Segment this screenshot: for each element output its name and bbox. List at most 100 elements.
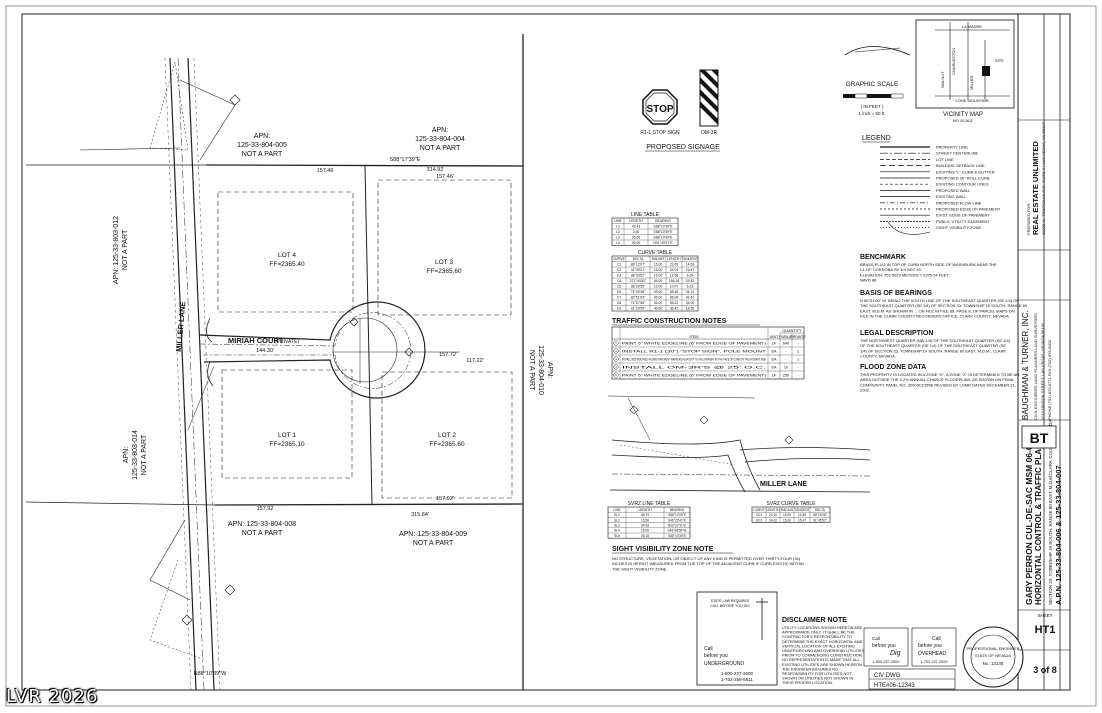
traffic-cell: EA <box>771 366 777 370</box>
traffic-cell: 10 <box>784 366 788 370</box>
svg-text:(PRIVATE): (PRIVATE) <box>275 339 299 345</box>
table-cell: 48°03'52" <box>631 274 646 278</box>
table-cell: 25.00 <box>632 236 641 240</box>
sight-visibility-note: SIGHT VISIBILITY ZONE NOTE NO STRUCTURE,… <box>612 546 804 571</box>
svg-text:125-33-803-014: 125-33-803-014 <box>132 430 139 480</box>
legend-item: PUBLIC UTILITY EASEMENT <box>936 219 990 224</box>
dimension-labels: S88°17'39"E 157.46 314.92 157.46' 157.72… <box>194 157 484 677</box>
svg-text:PHONE (702) 870-8771 FAX (70: PHONE (702) 870-8771 FAX (702) 878-0000 <box>1047 339 1052 420</box>
svg-text:NOT A PART: NOT A PART <box>141 434 148 475</box>
svg-text:LEGAL DESCRIPTION: LEGAL DESCRIPTION <box>860 330 933 337</box>
svg-text:157.46: 157.46 <box>317 168 334 174</box>
svg-text:APN: 125-33-803-012: APN: 125-33-803-012 <box>113 216 120 284</box>
table-cell: 43.43 <box>632 225 641 229</box>
table-cell: 23.10 <box>769 513 777 517</box>
table-cell: L1 <box>616 225 620 229</box>
table-cell: S88°10'39"E <box>668 534 687 538</box>
svg-text:157.92': 157.92' <box>436 496 454 502</box>
svg-text:314.92: 314.92 <box>427 167 444 173</box>
svg-text:CHARLESTON: CHARLESTON <box>951 48 956 75</box>
svg-text:HT1: HT1 <box>1035 624 1056 636</box>
table-cell: 15.00 <box>654 285 663 289</box>
table-cell: 34.00 <box>686 301 695 305</box>
table-cell: 88°12'07" <box>631 263 646 267</box>
table-cell: 5.23 <box>687 285 694 289</box>
table-cell: 14.55 <box>798 513 806 517</box>
disclaimer-text: SHOWN OR UTILITIES NOT SHOWN IN <box>782 676 853 681</box>
parcel-labels: APN: 125-33-804-005 NOT A PART APN: 125-… <box>113 127 553 547</box>
table-cell: C1 <box>617 263 621 267</box>
table-cell: 29.42 <box>686 279 695 283</box>
svg-text:1-702-258-6811: 1-702-258-6811 <box>721 677 753 682</box>
table-cell: 15.00 <box>783 513 791 517</box>
notes-column: BENCHMARK BRASS PLUG IN TOP OF CURB NORT… <box>860 254 1028 393</box>
svg-text:BT: BT <box>1030 430 1049 446</box>
svg-text:STATE OF NEVADA: STATE OF NEVADA <box>975 653 1012 658</box>
svg-text:STOP: STOP <box>646 104 673 115</box>
curve-table: CURVE TABLECURVEC1C2C3C4C5C6C7C8C9DELTA8… <box>611 250 699 312</box>
disclaimer-text: THEIR PROPER LOCATION. <box>782 680 833 685</box>
svg-text:LOT 2: LOT 2 <box>438 432 456 439</box>
table-cell: SL4 <box>614 529 620 533</box>
svg-text:1-800-227-2600: 1-800-227-2600 <box>872 660 899 664</box>
table-cell: SL1 <box>614 513 620 517</box>
disclaimer-text: UTILITY LOCATIONS SHOWN HEREON ARE <box>782 625 863 630</box>
sight-note-text: NO STRUCTURE, VEGETATION, OR OBJECT OF A… <box>612 556 804 571</box>
note-diamond-icon <box>612 339 620 347</box>
table-title: SVRZ CURVE TABLE <box>767 501 817 507</box>
svg-text:Call: Call <box>932 636 941 642</box>
engineer-stamp: PROFESSIONAL ENGINEER STATE OF NEVADA No… <box>962 626 1024 688</box>
table-cell: SL5 <box>614 534 620 538</box>
traffic-header: PUBLIC <box>779 335 793 339</box>
table-cell: 18.55 <box>686 307 695 311</box>
svg-text:NO SCALE: NO SCALE <box>953 118 974 123</box>
disclaimer-text: RESPONSIBILITY FOR UTILITIES NOT <box>782 671 852 676</box>
outer-border <box>5 5 1097 707</box>
note-diamond-icon <box>612 363 620 371</box>
bearings-text: THE SOUTHEAST QUARTER (SE 1/4) OF SECTIO… <box>860 303 1028 308</box>
svg-text:SITE: SITE <box>995 58 1004 63</box>
disclaimer-text: UNDERGROUND AND OVERHEAD UTILITIES <box>782 648 865 653</box>
traffic-cell: 4 <box>615 365 617 369</box>
table-header: RADIUS <box>652 257 666 261</box>
svg-text:144.30': 144.30' <box>256 348 274 354</box>
svg-text:No. 13148: No. 13148 <box>983 661 1004 666</box>
svg-text:STATE LAW REQUIRES: STATE LAW REQUIRES <box>711 599 750 603</box>
table-cell: 24.04 <box>670 268 679 272</box>
svg-text:PREPARED FOR:: PREPARED FOR: <box>1026 203 1031 235</box>
table-header: LENGTH <box>766 508 780 512</box>
table-cell: 10.07 <box>670 285 679 289</box>
traffic-cell: - <box>797 366 799 370</box>
svg-text:FF=2365.60: FF=2365.60 <box>426 268 462 275</box>
note-diamond-icon <box>612 371 620 379</box>
svg-text:A.P.N. 125-33-804-006 & 125-33: A.P.N. 125-33-804-006 & 125-33-804-007 <box>1054 465 1063 605</box>
svg-text:LOT 1: LOT 1 <box>278 432 296 439</box>
traffic-header: PRIVATE <box>790 335 806 339</box>
svg-text:TRAFFIC CONSTRUCTION NOTES: TRAFFIC CONSTRUCTION NOTES <box>612 318 727 325</box>
miller-lane-detail <box>607 395 871 493</box>
svg-text:FF=2365.40: FF=2365.40 <box>269 261 305 268</box>
table-cell: C7 <box>617 296 621 300</box>
svg-text:N88°10'39"W: N88°10'39"W <box>194 671 228 677</box>
table-cell: 58.46 <box>670 290 679 294</box>
table-header: LENGTH <box>629 219 643 223</box>
vicinity-map: LA MADRE CHARLESTON WALNUT MILLER LONE M… <box>915 19 1015 123</box>
benchmark-text: ELEVATION: 752.5023 METERS = 2375.04 FEE… <box>860 272 949 277</box>
table-cell: 15.00 <box>641 529 649 533</box>
flood-text: AREA OUTSIDE THE 0.2% ANNUAL CHANCE FLOO… <box>860 377 1014 382</box>
table-cell: 74°07'56" <box>631 301 646 305</box>
om3-marker-icon <box>699 69 719 127</box>
svg-text:PROPOSED SIGNAGE: PROPOSED SIGNAGE <box>646 144 720 151</box>
disclaimer-text: APPROXIMATE ONLY. IT SHALL BE THE <box>782 630 855 635</box>
svg-text:APN:: APN: <box>254 133 270 140</box>
title-block: GARY PERRON CUL-DE-SAC MSM 06-0218 HORIZ… <box>1018 119 1070 675</box>
svg-text:NOT A PART: NOT A PART <box>420 145 461 152</box>
table-cell: 34.14 <box>686 290 695 294</box>
svg-text:125-33-804-004: 125-33-804-004 <box>415 136 465 143</box>
table-cell: 186.28 <box>669 279 680 283</box>
call-before-you-dig: STATE LAW REQUIRES CALL BEFORE YOU DIG C… <box>696 591 778 686</box>
legend-item: EXIST. EDGE OF PAVEMENT <box>936 213 990 218</box>
svg-text:APN:: APN: <box>123 447 130 463</box>
